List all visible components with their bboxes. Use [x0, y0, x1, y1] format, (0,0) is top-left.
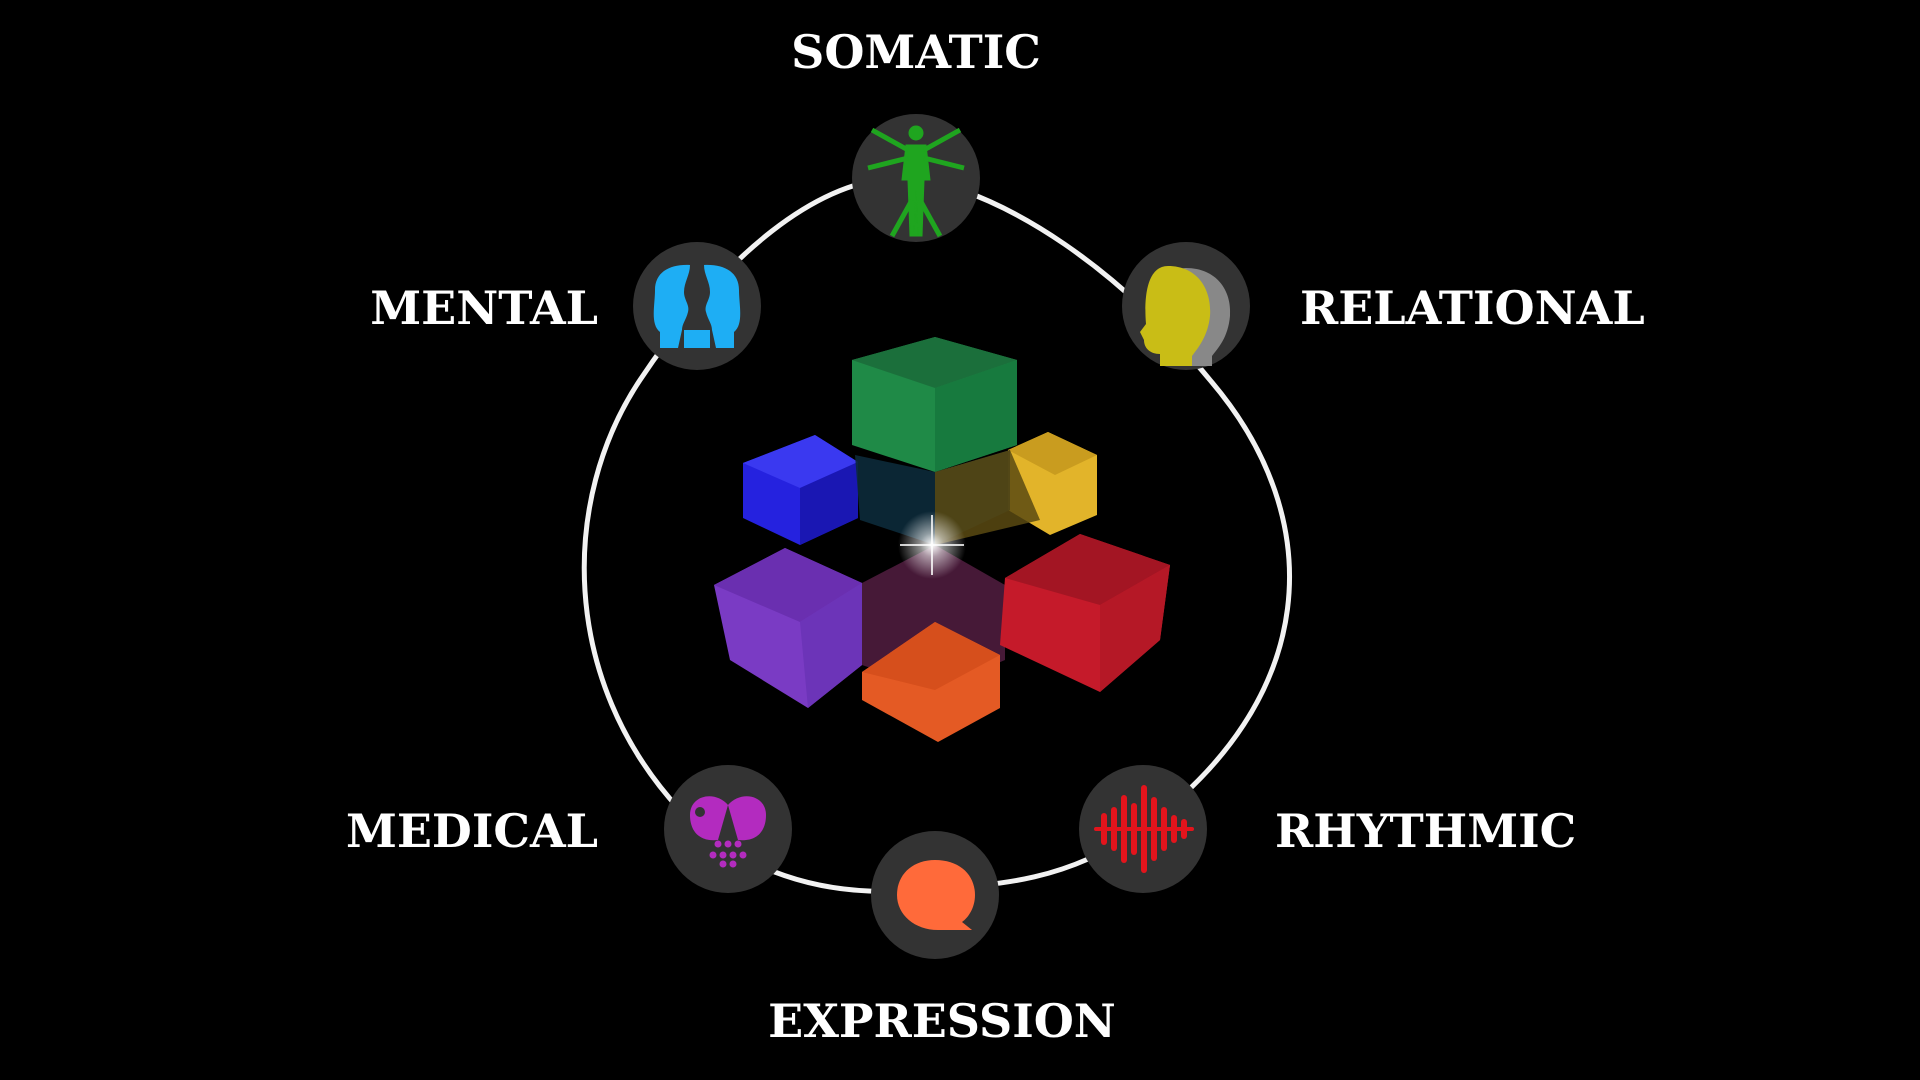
node-rhythmic[interactable] [1079, 765, 1207, 893]
node-relational[interactable] [1122, 242, 1250, 370]
orange-cube [862, 622, 1000, 742]
label-mental: MENTAL [370, 281, 598, 335]
cube-cluster-icon [714, 337, 1170, 742]
sound-wave-icon [1094, 785, 1194, 873]
green-cube [852, 337, 1017, 472]
label-expression: EXPRESSION [768, 994, 1116, 1048]
label-relational: RELATIONAL [1300, 281, 1645, 335]
label-somatic: SOMATIC [791, 25, 1041, 79]
node-medical[interactable] [664, 765, 792, 893]
red-cube [1000, 534, 1170, 692]
vitruvian-man-icon [867, 125, 965, 238]
node-somatic[interactable] [852, 114, 980, 242]
node-mental[interactable] [633, 242, 761, 370]
blue-cube [743, 435, 858, 545]
node-expression[interactable] [871, 831, 999, 959]
face-profiles-icon [653, 264, 741, 348]
speech-bubble-icon [897, 860, 975, 930]
cube-shadow [935, 450, 1040, 545]
label-rhythmic: RHYTHMIC [1275, 804, 1576, 858]
two-heads-icon [1140, 266, 1231, 366]
pill-capsule-icon [690, 796, 766, 868]
purple-cube [714, 548, 862, 708]
label-medical: MEDICAL [346, 804, 598, 858]
center-sparkle-rays [900, 515, 964, 575]
